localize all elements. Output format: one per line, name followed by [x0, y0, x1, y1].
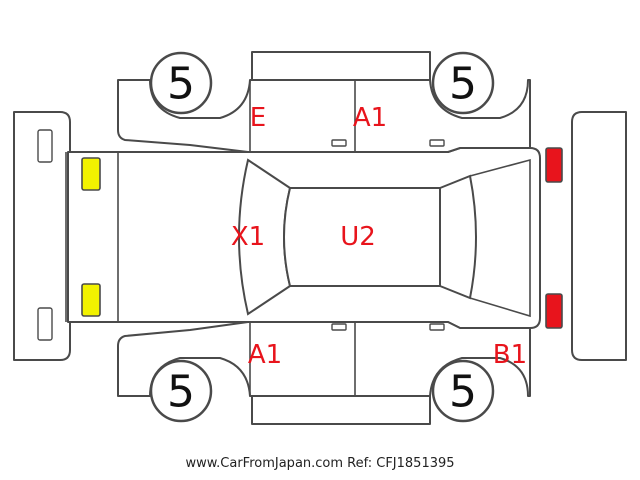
- rear-window: [439, 158, 531, 318]
- wheel-rear-right-rating: 5: [449, 367, 477, 418]
- roof-panel: [283, 187, 441, 287]
- rear-bumper: [571, 111, 627, 361]
- front-bumper: [13, 111, 71, 361]
- damage-code-front-right-door: A1: [248, 340, 282, 370]
- wheel-front-right: 5: [149, 359, 213, 423]
- damage-code-rear-right-quarter: B1: [493, 340, 527, 370]
- wheel-front-right-rating: 5: [167, 367, 195, 418]
- damage-code-front-left-fender: E: [250, 103, 266, 133]
- wheel-front-left: 5: [149, 51, 213, 115]
- left-sill: [251, 51, 431, 81]
- wheel-rear-left: 5: [431, 51, 495, 115]
- rear-right-lamp: [545, 293, 563, 329]
- rear-left-lamp: [545, 147, 563, 183]
- wheel-rear-left-rating: 5: [449, 59, 477, 110]
- damage-code-front-left-door: A1: [353, 103, 387, 133]
- damage-code-bonnet: X1: [231, 222, 265, 252]
- wheel-rear-right: 5: [431, 359, 495, 423]
- front-left-lamp: [81, 157, 101, 191]
- front-right-lamp: [81, 283, 101, 317]
- right-sill: [251, 395, 431, 425]
- right-side-body: [117, 321, 531, 397]
- left-side-body: [117, 79, 531, 153]
- footer-reference: www.CarFromJapan.com Ref: CFJ1851395: [185, 456, 455, 471]
- wheel-front-left-rating: 5: [167, 59, 195, 110]
- damage-code-roof: U2: [340, 222, 376, 252]
